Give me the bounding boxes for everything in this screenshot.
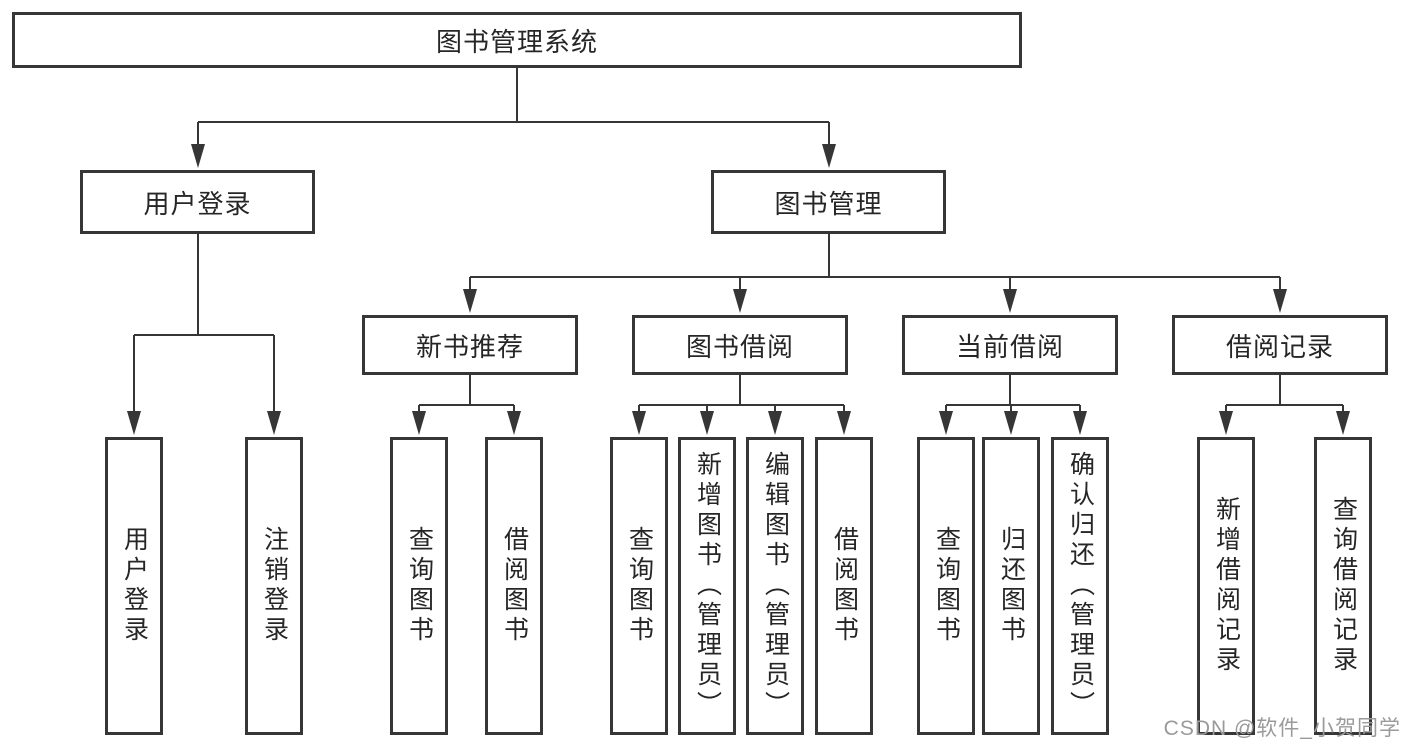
leaf-borrow-books-recommend: 借阅图书	[485, 437, 543, 735]
node-book-borrow-label: 图书借阅	[685, 331, 794, 362]
node-new-book-recommend-label: 新书推荐	[415, 331, 524, 362]
leaf-query-books-recommend-label: 查询图书	[405, 526, 434, 646]
leaf-borrow-books: 借阅图书	[815, 437, 873, 735]
leaf-edit-book-admin-label: 编辑图书（管理员）	[761, 451, 790, 721]
node-user-login: 用户登录	[80, 170, 315, 234]
leaf-user-login-label: 用户登录	[120, 526, 149, 646]
node-new-book-recommend: 新书推荐	[362, 315, 578, 375]
leaf-logout-label: 注销登录	[260, 526, 289, 646]
node-book-management: 图书管理	[711, 170, 946, 234]
leaf-add-book-admin: 新增图书（管理员）	[678, 437, 736, 735]
node-user-login-label: 用户登录	[143, 188, 252, 219]
leaf-query-books-recommend: 查询图书	[390, 437, 448, 735]
leaf-return-book-label: 归还图书	[997, 526, 1026, 646]
leaf-query-books-current-label: 查询图书	[932, 526, 961, 646]
leaf-add-book-admin-label: 新增图书（管理员）	[693, 451, 722, 721]
leaf-add-borrow-record: 新增借阅记录	[1197, 437, 1255, 735]
node-current-borrow-label: 当前借阅	[955, 331, 1064, 362]
leaf-query-books-current: 查询图书	[917, 437, 975, 735]
leaf-user-login: 用户登录	[105, 437, 163, 735]
leaf-query-books-borrow-label: 查询图书	[625, 526, 654, 646]
leaf-return-book: 归还图书	[982, 437, 1040, 735]
leaf-query-borrow-record-label: 查询借阅记录	[1329, 496, 1358, 676]
leaf-query-borrow-record: 查询借阅记录	[1314, 437, 1372, 735]
node-root: 图书管理系统	[12, 12, 1022, 68]
leaf-borrow-books-label: 借阅图书	[830, 526, 859, 646]
csdn-watermark: CSDN @软件_小贺同学	[1163, 717, 1401, 740]
leaf-confirm-return-admin-label: 确认归还（管理员）	[1066, 451, 1095, 721]
node-borrow-records: 借阅记录	[1172, 315, 1388, 375]
leaf-add-borrow-record-label: 新增借阅记录	[1212, 496, 1241, 676]
node-book-borrow: 图书借阅	[632, 315, 848, 375]
node-borrow-records-label: 借阅记录	[1225, 331, 1334, 362]
node-current-borrow: 当前借阅	[902, 315, 1118, 375]
leaf-edit-book-admin: 编辑图书（管理员）	[746, 437, 804, 735]
leaf-query-books-borrow: 查询图书	[610, 437, 668, 735]
node-root-label: 图书管理系统	[435, 26, 598, 57]
node-book-management-label: 图书管理	[774, 188, 883, 219]
leaf-confirm-return-admin: 确认归还（管理员）	[1051, 437, 1109, 735]
leaf-logout: 注销登录	[245, 437, 303, 735]
arrowhead-icons	[127, 144, 1350, 435]
leaf-borrow-books-recommend-label: 借阅图书	[500, 526, 529, 646]
